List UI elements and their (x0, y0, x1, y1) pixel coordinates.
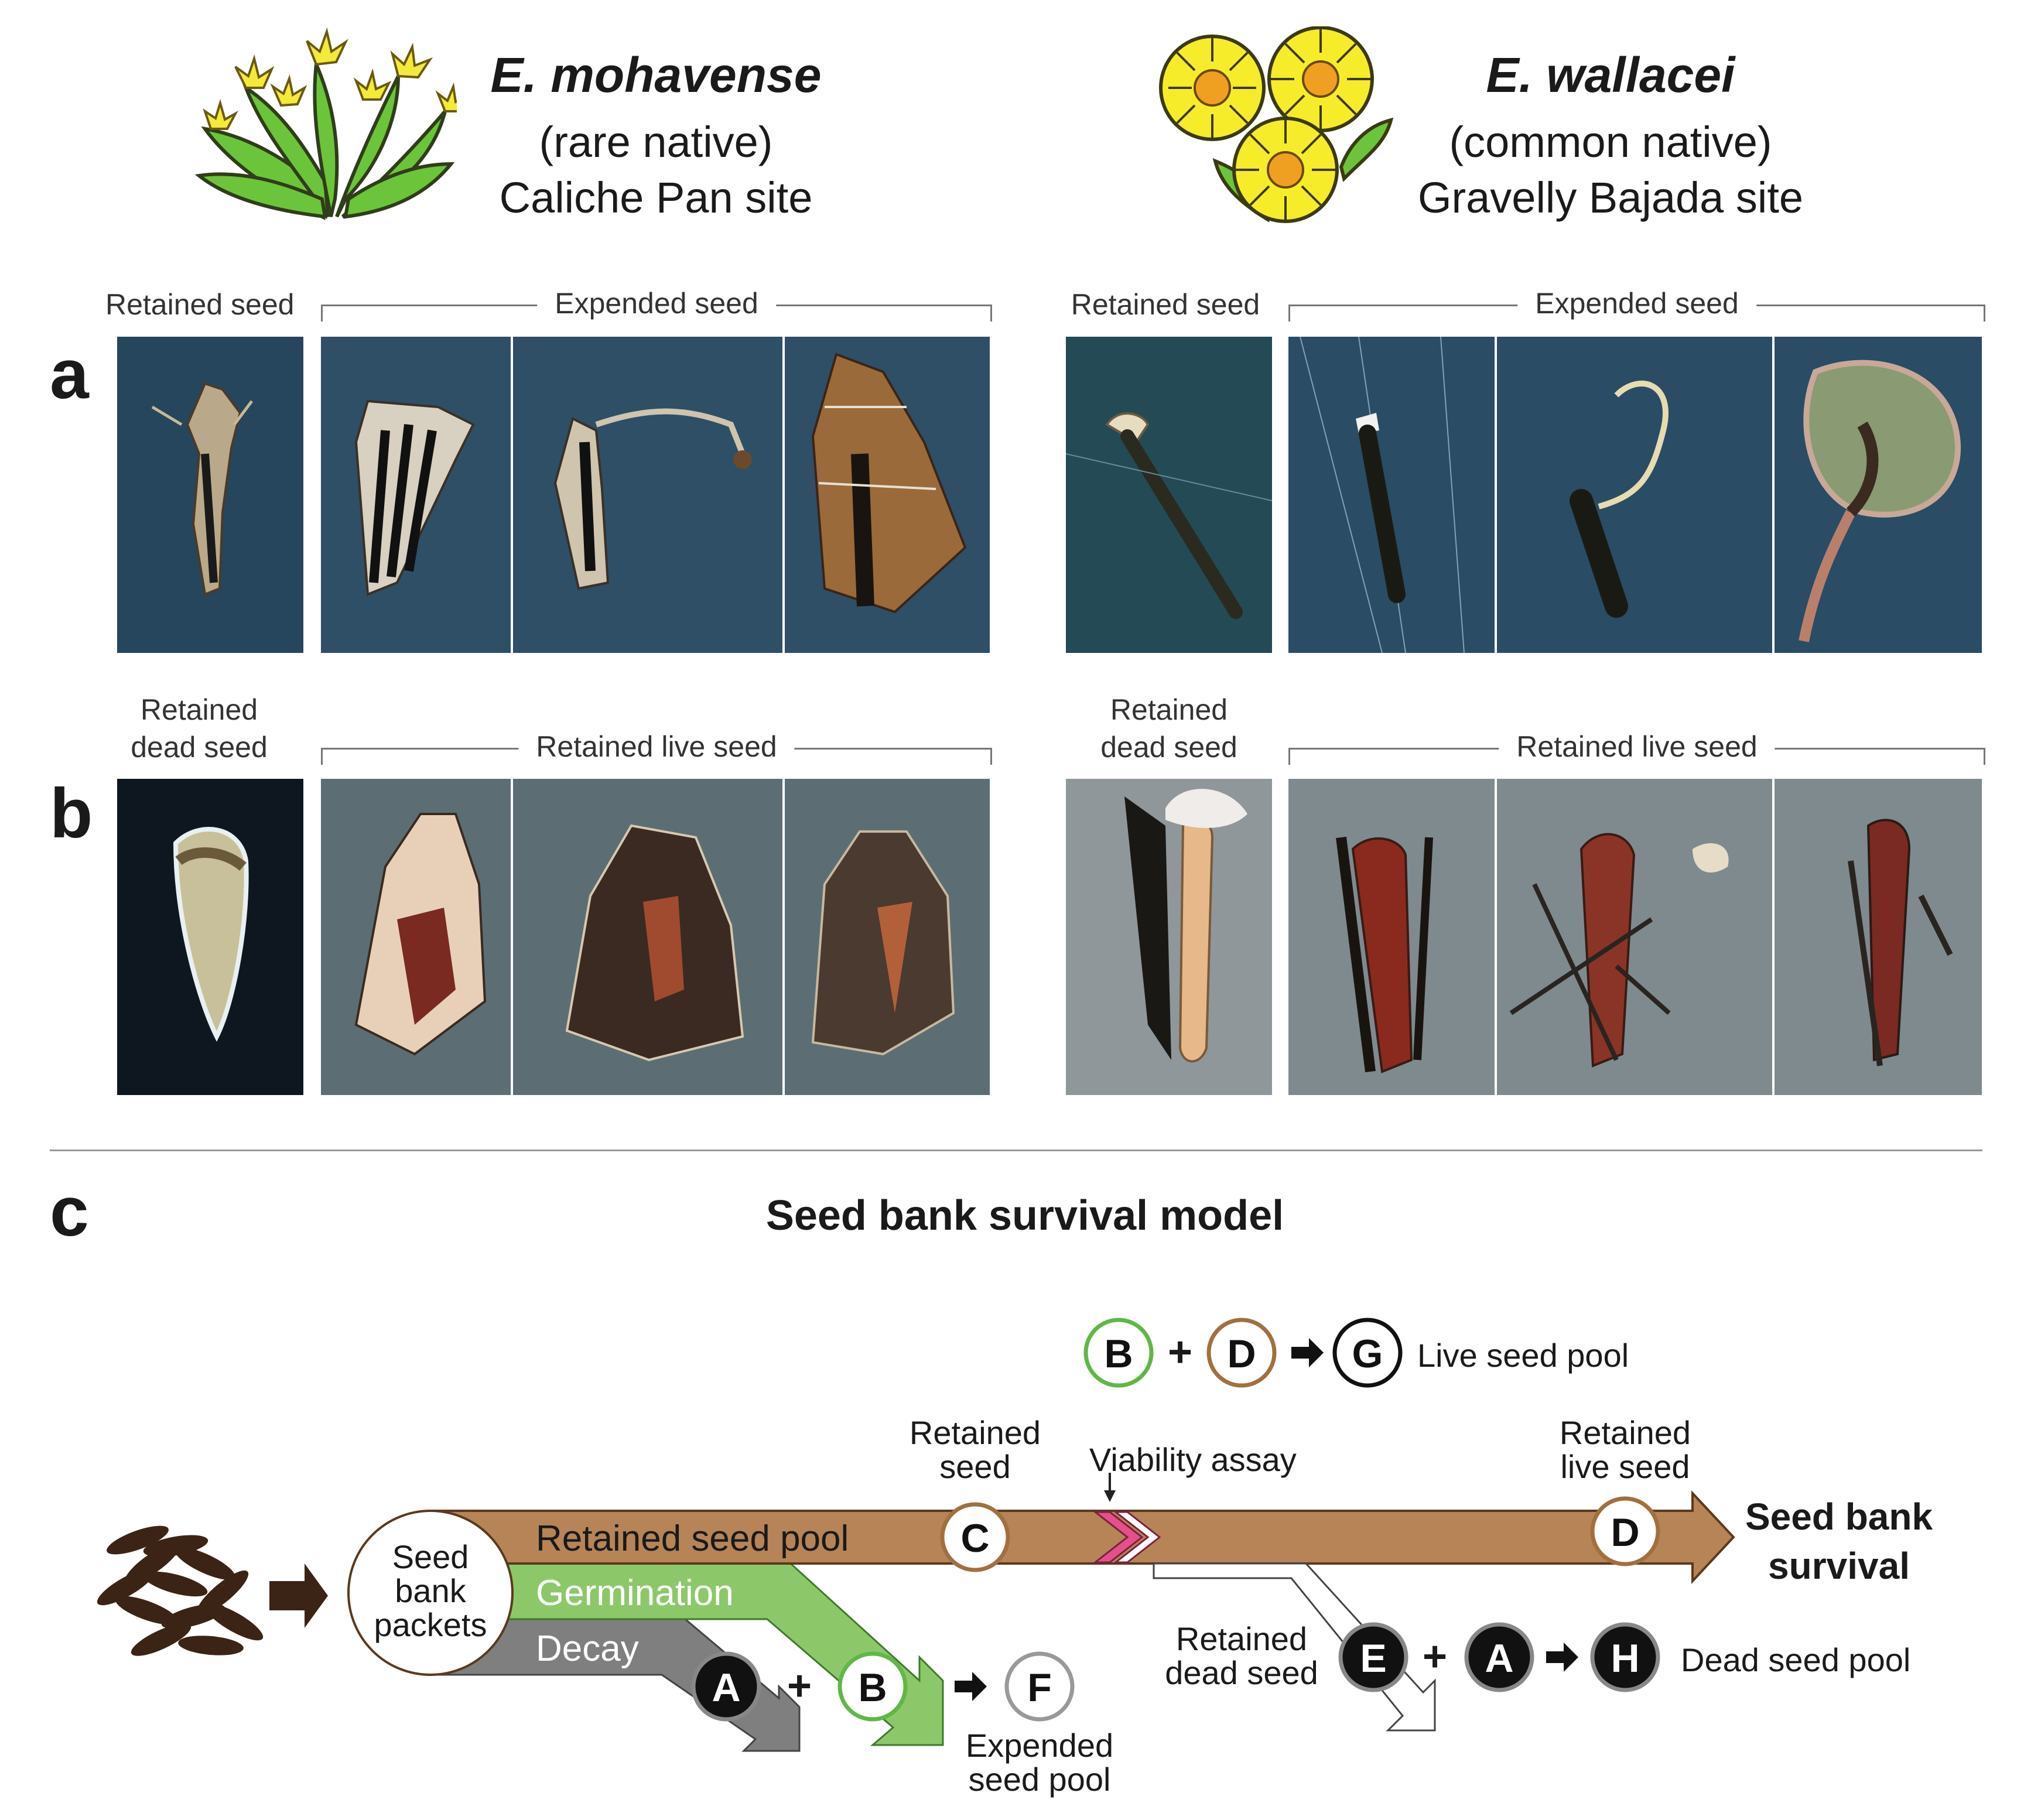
panel-b-right-dead-label-2: dead seed (1100, 731, 1237, 764)
retained-seed-label-1: Retained (909, 1414, 1041, 1451)
species-1-name: E. mohavense (490, 47, 822, 102)
panel-a-right-retained-label: Retained seed (1071, 288, 1260, 321)
node-c-label: C (960, 1516, 990, 1561)
panel-a-right-expended-bracket: Expended seed (1288, 286, 1985, 321)
node-e-circle (1338, 1622, 1408, 1692)
panel-a-left-expended-bracket: Expended seed (321, 286, 992, 321)
node-b-circle (837, 1651, 908, 1722)
species-1-site: Caliche Pan site (499, 173, 813, 222)
mohavense-plant-icon (194, 27, 457, 221)
panel-b-right-live-label: Retained live seed (1499, 730, 1775, 764)
retained-pool-arrow (432, 1490, 1735, 1585)
photo-a-wallacei-retained (1066, 337, 1272, 653)
node-e-label: E (1360, 1636, 1387, 1681)
seed-bank-survival-label-2: survival (1768, 1545, 1910, 1587)
node-d-circle (1590, 1496, 1660, 1566)
node-g-label: G (1352, 1332, 1383, 1376)
panel-c-letter: c (50, 1172, 89, 1251)
panel-c-title: Seed bank survival model (765, 1192, 1284, 1239)
photo-divider (782, 337, 785, 653)
plus-sign: + (1167, 1329, 1193, 1376)
photo-b-wallacei-live (1288, 779, 1982, 1095)
input-arrow (269, 1564, 328, 1628)
panel-a-left-expended-label: Expended seed (537, 286, 776, 320)
retained-dead-label-1: Retained (1175, 1620, 1308, 1657)
node-a-circle (691, 1651, 761, 1722)
node-d2-label: D (1227, 1332, 1256, 1376)
panel-b-left-live-bracket: Retained live seed (321, 730, 992, 765)
retained-seed-label-2: seed (939, 1448, 1011, 1485)
species-2-site: Gravelly Bajada site (1417, 173, 1804, 222)
seed-cluster-icon (97, 1525, 264, 1656)
viability-chevron (1092, 1511, 1144, 1564)
species-1-status: (rare native) (539, 118, 773, 166)
photo-divider (1772, 337, 1775, 653)
photo-divider (511, 337, 513, 653)
node-a-label: A (712, 1665, 741, 1710)
panel-a-right-expended-label: Expended seed (1517, 286, 1756, 320)
node-a2-circle (1464, 1622, 1534, 1692)
plus-sign: + (787, 1662, 812, 1709)
photo-b-mohavense-live (321, 779, 990, 1095)
germination-arrow (432, 1562, 944, 1746)
node-d-label: D (1611, 1510, 1640, 1555)
packets-label-3: packets (374, 1606, 487, 1643)
photo-divider (511, 779, 513, 1095)
expended-pool-label-2: seed pool (968, 1761, 1111, 1798)
species-2-status: (common native) (1449, 118, 1772, 166)
packets-circle (347, 1510, 514, 1676)
node-f-label: F (1027, 1665, 1052, 1710)
node-a2-label: A (1485, 1636, 1514, 1681)
panel-b-right-live-bracket: Retained live seed (1288, 730, 1985, 765)
retained-live-label-2: live seed (1560, 1448, 1690, 1485)
panel-b-letter: b (50, 774, 93, 853)
panel-a-letter: a (50, 335, 89, 413)
node-b-label: B (858, 1665, 887, 1710)
species-2-name: E. wallacei (1486, 47, 1735, 102)
node-b2-label: B (1104, 1332, 1133, 1376)
node-f-circle (1004, 1651, 1075, 1722)
panel-b-left-dead-label-1: Retained (140, 693, 258, 726)
panel-b-left-live-label: Retained live seed (518, 730, 795, 764)
packets-label-2: bank (395, 1572, 466, 1609)
packets-label-1: Seed (392, 1538, 469, 1575)
live-seed-pool-label: Live seed pool (1417, 1337, 1629, 1374)
node-d2-circle (1206, 1318, 1277, 1388)
panel-b-right-dead-label-1: Retained (1110, 693, 1228, 726)
panel-b-left-dead-label-2: dead seed (131, 731, 268, 764)
section-separator (50, 1150, 1982, 1151)
photo-a-mohavense-expended (321, 337, 990, 653)
photo-divider (1495, 779, 1497, 1095)
wallacei-flower-icon (1159, 26, 1394, 223)
photo-b-mohavense-dead (117, 779, 303, 1095)
equation-arrows (955, 1338, 1578, 1701)
decay-label: Decay (536, 1629, 639, 1669)
retained-dead-label-2: dead seed (1165, 1654, 1318, 1691)
photo-a-mohavense-retained (117, 337, 303, 653)
photo-divider (1772, 779, 1775, 1095)
plus-sign: + (1422, 1633, 1448, 1680)
photo-divider (1495, 337, 1497, 653)
retained-pool-label: Retained seed pool (536, 1518, 849, 1559)
germination-label: Germination (536, 1573, 734, 1613)
dead-seed-pool-label: Dead seed pool (1681, 1641, 1911, 1678)
photo-a-wallacei-expended (1288, 337, 1982, 653)
photo-divider (782, 779, 785, 1095)
viability-assay-label: Viability assay (1089, 1441, 1297, 1478)
node-h-circle (1590, 1622, 1660, 1692)
photo-b-wallacei-dead (1066, 779, 1272, 1095)
node-b2-circle (1083, 1318, 1154, 1388)
retained-live-label-1: Retained (1559, 1414, 1691, 1451)
node-g-circle (1332, 1318, 1403, 1388)
panel-a-left-retained-label: Retained seed (105, 288, 295, 321)
expended-pool-label-1: Expended (965, 1727, 1114, 1764)
viability-chevron (1113, 1511, 1161, 1564)
node-h-label: H (1611, 1636, 1640, 1681)
seed-bank-survival-label-1: Seed bank (1745, 1496, 1933, 1538)
node-c-circle (940, 1502, 1010, 1572)
